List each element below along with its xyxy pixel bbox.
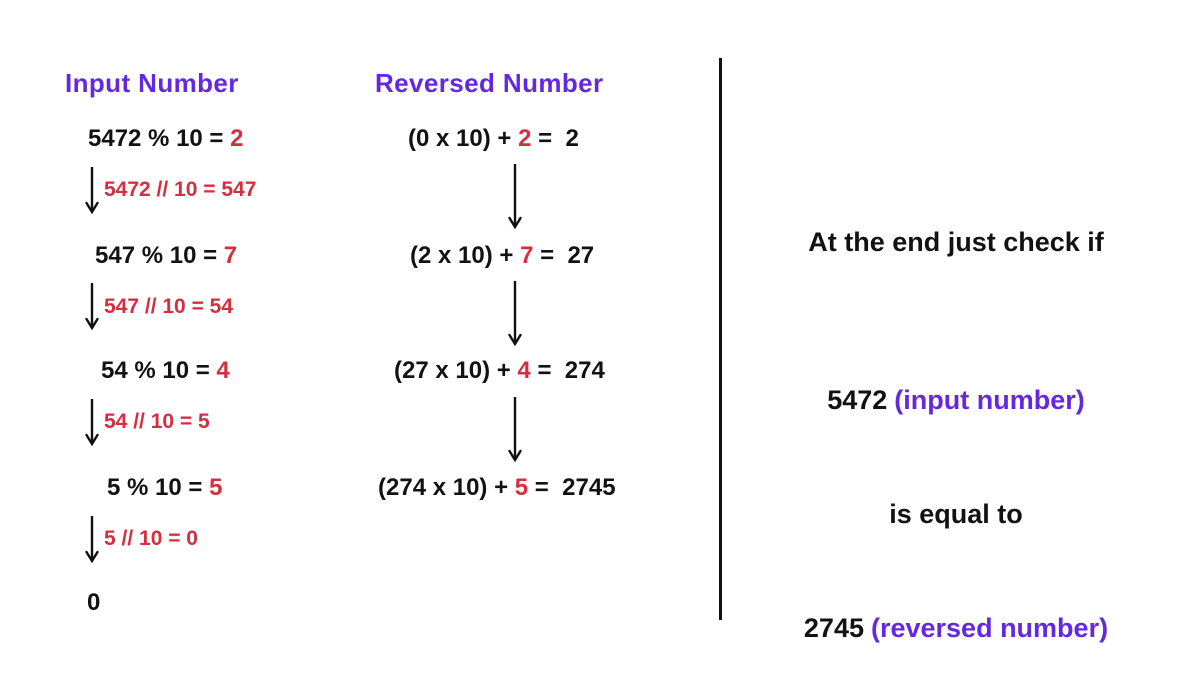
down-arrow-icon <box>84 515 100 568</box>
input-step-1-digit: 2 <box>230 125 244 152</box>
down-arrow-icon <box>507 280 523 351</box>
reversed-step-2-equation: (2 x 10) + 7 = 27 <box>410 241 594 271</box>
reversed-step-2-pre: (2 x 10) + <box>410 242 521 269</box>
down-arrow-icon <box>84 398 100 451</box>
reversed-step-1-pre: (0 x 10) + <box>408 125 519 152</box>
down-arrow-icon <box>84 282 100 335</box>
down-arrow-icon <box>507 163 523 234</box>
conclusion-reversed-line: 2745(reversed number) <box>750 609 1162 647</box>
reversed-step-3-digit: 4 <box>517 357 531 384</box>
input-step-3-digit: 4 <box>216 357 230 384</box>
reversed-step-3-pre: (27 x 10) + <box>394 357 518 384</box>
reversed-step-2-digit: 7 <box>520 242 534 269</box>
input-step-3-division-note: 54 // 10 = 5 <box>104 410 210 433</box>
input-step-2-division-note: 547 // 10 = 54 <box>104 295 234 318</box>
conclusion-reversed-label: (reversed number) <box>870 613 1109 643</box>
input-final-value: 0 <box>87 589 101 616</box>
reversed-step-4-pre: (274 x 10) + <box>378 474 515 501</box>
conclusion-input-line: 5472(input number) <box>750 381 1162 419</box>
reversed-step-4-result: = 2745 <box>528 474 616 501</box>
input-step-4-division-note: 5 // 10 = 0 <box>104 527 198 550</box>
reversed-step-1-equation: (0 x 10) + 2 = 2 <box>408 124 579 154</box>
input-step-2-expression: 547 % 10 = <box>95 242 224 269</box>
reversed-step-3-equation: (27 x 10) + 4 = 274 <box>394 356 605 386</box>
conclusion-comparison: 5472(input number) is equal to 2745(reve… <box>750 305 1162 675</box>
down-arrow-icon <box>507 396 523 467</box>
conclusion-equality-text: is equal to <box>889 499 1023 529</box>
input-step-2-equation: 547 % 10 = 7 <box>95 241 237 271</box>
down-arrow-icon <box>84 166 100 219</box>
reversed-step-4-digit: 5 <box>514 474 529 501</box>
input-step-1-division-note: 5472 // 10 = 547 <box>104 178 257 201</box>
conclusion-input-label: (input number) <box>894 385 1085 415</box>
input-step-1-equation: 5472 % 10 = 2 <box>88 124 243 154</box>
divider-line <box>719 58 722 620</box>
reversed-step-2-result: = 27 <box>533 242 595 269</box>
input-step-4-expression: 5 % 10 = <box>107 474 210 501</box>
reversed-step-3-result: = 274 <box>530 357 605 384</box>
input-step-1-expression: 5472 % 10 = <box>88 125 231 152</box>
reversed-step-1-result: = 2 <box>531 125 579 152</box>
input-step-2-digit: 7 <box>223 242 238 269</box>
reversed-step-1-digit: 2 <box>518 125 532 152</box>
conclusion-input-number: 5472 <box>827 385 888 415</box>
conclusion-reversed-number: 2745 <box>803 613 864 643</box>
input-step-4-digit: 5 <box>209 474 223 501</box>
input-step-3-equation: 54 % 10 = 4 <box>101 356 230 386</box>
input-step-3-expression: 54 % 10 = <box>101 357 217 384</box>
reversed-step-4-equation: (274 x 10) + 5 = 2745 <box>378 473 616 503</box>
input-step-4-equation: 5 % 10 = 5 <box>107 473 222 503</box>
input-column-header: Input Number <box>65 68 239 98</box>
conclusion-intro-text: At the end just check if <box>808 227 1104 257</box>
reversed-column-header: Reversed Number <box>375 68 604 98</box>
